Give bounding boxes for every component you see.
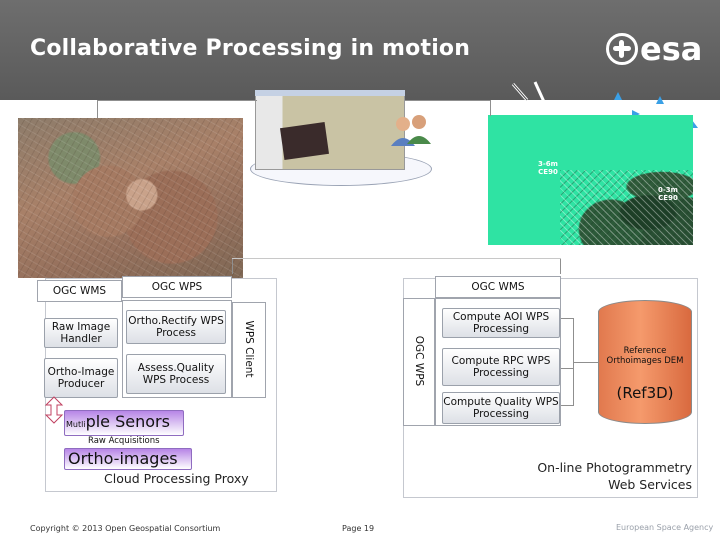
- ortho-images-bar: [64, 448, 192, 470]
- orthoimage-preview: [488, 115, 693, 245]
- connector-line: [490, 100, 491, 116]
- accuracy-value-1: CE90: [538, 168, 558, 176]
- resolution-value-2: 0-3m: [658, 186, 678, 194]
- connector-line: [405, 100, 490, 101]
- ortho-images-label: Ortho-images: [68, 449, 178, 468]
- ogc-wms-left-label: OGC WMS: [37, 280, 122, 302]
- raw-acquisitions-label: Raw Acquisitions: [88, 436, 160, 446]
- ortho-image-producer-button[interactable]: Ortho-Image Producer: [44, 358, 118, 398]
- orthoimage-texture: [560, 170, 693, 245]
- connector-line: [560, 258, 561, 274]
- connector-line: [561, 368, 573, 369]
- ogc-wps-right-box: [403, 298, 435, 426]
- resolution-label-1: 3-6m CE90: [528, 160, 568, 176]
- accuracy-value-2: CE90: [658, 194, 678, 202]
- caption-line-2: Web Services: [608, 477, 692, 492]
- sensors-label-main: ple Senors: [85, 412, 170, 431]
- cloud-processing-proxy-caption: Cloud Processing Proxy: [104, 471, 249, 486]
- header-bar: [0, 0, 720, 100]
- wps-client-label: WPS Client: [243, 320, 255, 378]
- compute-aoi-button[interactable]: Compute AOI WPS Processing: [442, 308, 560, 338]
- aerial-city-image: [18, 118, 243, 278]
- users-icon: [391, 115, 431, 146]
- copyright-text: Copyright © 2013 Open Geospatial Consort…: [30, 524, 221, 533]
- multiple-sensors-bar: [64, 410, 184, 436]
- ogc-wps-left-label: OGC WPS: [122, 276, 232, 298]
- compute-quality-button[interactable]: Compute Quality WPS Processing: [442, 392, 560, 424]
- map-client-screenshot: [255, 90, 405, 170]
- aerial-city-texture: [18, 118, 243, 278]
- assess-quality-process-button[interactable]: Assess.Quality WPS Process: [126, 354, 226, 394]
- ogc-wms-right-label: OGC WMS: [435, 276, 561, 298]
- wps-client-box: [232, 302, 266, 398]
- map-client-overlay: [279, 122, 330, 160]
- orthorectify-process-button[interactable]: Ortho.Rectify WPS Process: [126, 310, 226, 344]
- connector-line: [232, 258, 233, 274]
- agency-footer: European Space Agency: [616, 523, 714, 532]
- connector-line: [561, 405, 573, 406]
- esa-globe-icon: [606, 33, 638, 65]
- caption-line-1: On-line Photogrammetry: [537, 460, 692, 475]
- slide-title: Collaborative Processing in motion: [30, 36, 471, 61]
- sensors-label-prefix: Mutli: [66, 420, 86, 429]
- ogc-wps-right-label: OGC WPS: [413, 335, 425, 387]
- online-photogrammetry-caption: On-line Photogrammetry Web Services: [470, 459, 692, 493]
- connector-line: [573, 362, 599, 363]
- raw-image-handler-button[interactable]: Raw Image Handler: [44, 318, 118, 348]
- reference-database-ref: (Ref3D): [616, 384, 674, 402]
- resolution-value-1: 3-6m: [538, 160, 558, 168]
- page-number: Page 19: [342, 524, 375, 533]
- up-down-arrow-icon: [44, 396, 64, 424]
- connector-line: [97, 100, 98, 118]
- esa-logo: esa: [640, 30, 703, 68]
- resolution-label-2: 0-3m CE90: [648, 186, 688, 202]
- connector-line: [232, 258, 561, 259]
- connector-line: [561, 318, 573, 319]
- compute-rpc-button[interactable]: Compute RPC WPS Processing: [442, 348, 560, 386]
- reference-database-cylinder: [598, 300, 692, 424]
- map-client-toolbar: [255, 90, 405, 96]
- satellite-icon: [511, 81, 547, 105]
- multiple-sensors-label: Mutliple Senors: [66, 412, 170, 431]
- reference-database-label: Reference Orthoimages DEM: [606, 346, 684, 366]
- connector-line: [97, 100, 257, 101]
